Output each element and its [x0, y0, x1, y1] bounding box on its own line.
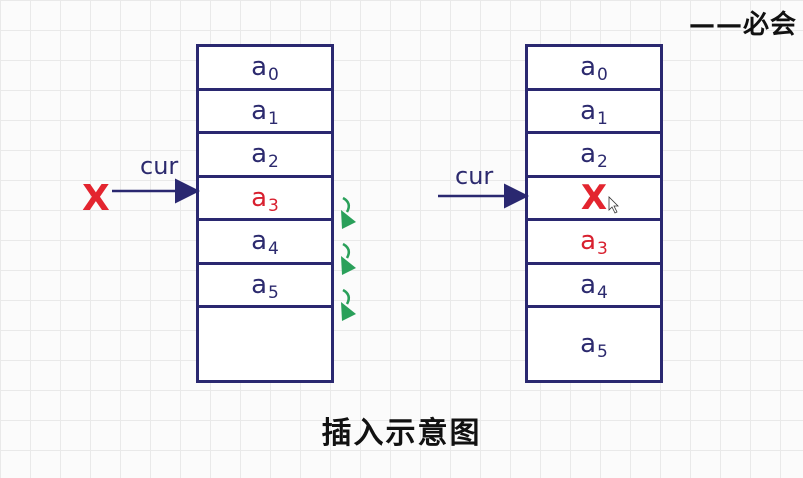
cell-subscript: 0 [597, 65, 608, 86]
diagram-caption: 插入示意图 [321, 416, 482, 451]
cell-subscript: 1 [597, 108, 608, 129]
cell-base: a [580, 269, 597, 300]
shift-arrow-2 [341, 242, 356, 275]
cell-base: a [580, 95, 597, 126]
cell-subscript: 4 [268, 239, 279, 260]
cell-base: a [251, 269, 268, 300]
cell-base: a [251, 226, 268, 257]
cell-base: a [580, 329, 597, 359]
cell-base: a [580, 226, 597, 257]
shift-arrow-1 [341, 196, 356, 229]
cell-base: a [251, 139, 268, 170]
left-cur-label: cur [140, 152, 179, 180]
cell-base: a [580, 52, 597, 83]
cell-base: a [251, 182, 268, 213]
mouse-pointer-icon [608, 196, 619, 214]
cell-subscript: 2 [597, 152, 608, 173]
cell-subscript: 1 [268, 108, 279, 129]
cell-subscript: 3 [268, 195, 279, 216]
insert-value-x: X [82, 178, 110, 219]
right-array-cell-3: X [528, 177, 660, 221]
cell-subscript: 4 [597, 282, 608, 303]
right-cur-label: cur [455, 162, 494, 190]
cell-base: a [251, 52, 268, 83]
cell-subscript: 5 [268, 282, 279, 303]
cell-subscript: 0 [268, 65, 279, 86]
cell-subscript: 5 [597, 342, 608, 362]
cell-subscript: 2 [268, 152, 279, 173]
cell-base: a [251, 95, 268, 126]
cell-base: a [580, 139, 597, 170]
corner-note: ——必会 [688, 10, 797, 40]
inserted-x: X [580, 177, 608, 218]
cell-subscript: 3 [597, 239, 608, 260]
shift-arrow-3 [341, 288, 356, 321]
